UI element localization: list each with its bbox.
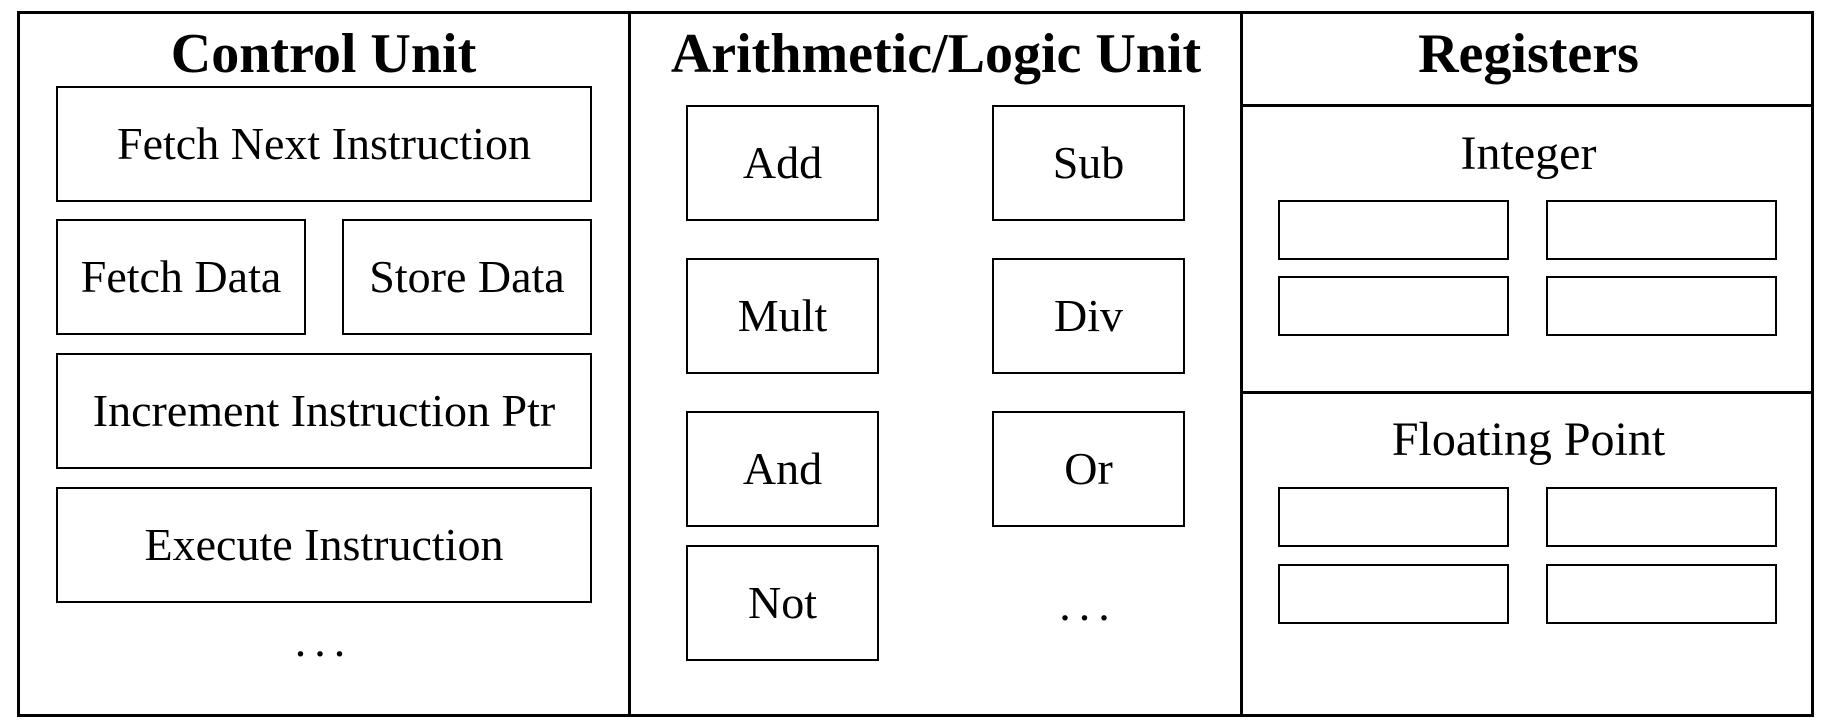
- store-data-box: Store Data: [342, 219, 592, 335]
- not-op-label: Not: [748, 577, 817, 628]
- control-unit-ellipsis: ...: [294, 615, 354, 666]
- alu-title: Arithmetic/Logic Unit: [670, 23, 1202, 85]
- fetch-next-instruction-box: Fetch Next Instruction: [56, 86, 592, 202]
- floating-point-register-slot: [1546, 487, 1777, 547]
- integer-register-slot: [1278, 276, 1509, 336]
- fetch-data-box: Fetch Data: [56, 219, 306, 335]
- store-data-label: Store Data: [369, 251, 565, 302]
- alu-ellipsis: ...: [1059, 579, 1118, 630]
- fetch-next-instruction-label: Fetch Next Instruction: [117, 118, 531, 169]
- sub-op-box: Sub: [992, 105, 1185, 221]
- mult-op-box: Mult: [686, 258, 879, 374]
- integer-register-slot: [1278, 200, 1509, 260]
- and-op-box: And: [686, 411, 879, 527]
- add-op-label: Add: [742, 137, 823, 188]
- integer-register-slot: [1546, 200, 1777, 260]
- registers-section-divider: [1240, 391, 1814, 394]
- integer-register-slot: [1546, 276, 1777, 336]
- increment-instruction-ptr-box: Increment Instruction Ptr: [56, 353, 592, 469]
- floating-point-registers-title: Floating Point: [1391, 413, 1666, 466]
- not-op-box: Not: [686, 545, 879, 661]
- registers-title-divider: [1240, 104, 1814, 107]
- control-unit-title: Control Unit: [170, 23, 477, 85]
- div-op-label: Div: [1054, 290, 1123, 341]
- execute-instruction-label: Execute Instruction: [144, 519, 504, 570]
- sub-op-label: Sub: [1052, 137, 1125, 188]
- execute-instruction-box: Execute Instruction: [56, 487, 592, 603]
- div-op-box: Div: [992, 258, 1185, 374]
- floating-point-register-slot: [1278, 564, 1509, 624]
- divider-control-alu: [628, 11, 631, 717]
- and-op-label: And: [742, 443, 823, 494]
- divider-alu-registers: [1240, 11, 1243, 717]
- floating-point-register-slot: [1546, 564, 1777, 624]
- fetch-data-label: Fetch Data: [80, 251, 282, 302]
- diagram-frame: [17, 11, 1814, 717]
- add-op-box: Add: [686, 105, 879, 221]
- mult-op-label: Mult: [737, 290, 828, 341]
- or-op-label: Or: [1064, 443, 1113, 494]
- increment-instruction-ptr-label: Increment Instruction Ptr: [92, 385, 556, 436]
- integer-registers-title: Integer: [1460, 127, 1597, 180]
- registers-title: Registers: [1418, 23, 1639, 85]
- or-op-box: Or: [992, 411, 1185, 527]
- floating-point-register-slot: [1278, 487, 1509, 547]
